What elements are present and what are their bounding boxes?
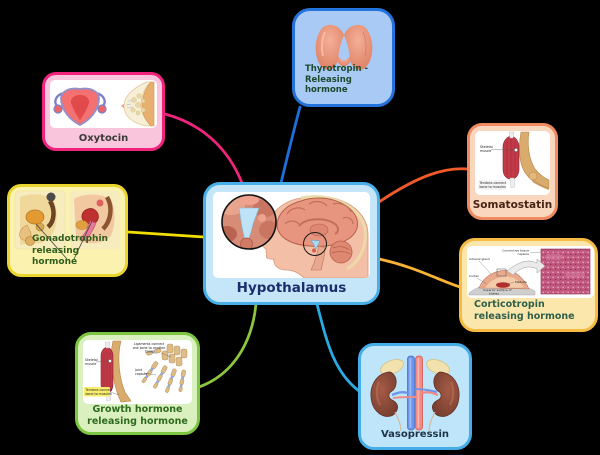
skeletal-muscle-illustration: Skeletal muscle Tendons connect bone to … [478, 131, 550, 190]
kidney-left [370, 371, 398, 417]
node-label-somatostatin: Somatostatin [472, 198, 553, 211]
svg-text:capsule: capsule [517, 252, 529, 256]
connector-growth [197, 302, 258, 389]
thyroid-gland-illustration [315, 24, 372, 70]
node-label-gonadotrophin-line1: Gonadotrophin [32, 234, 108, 245]
node-label-growth: Growth hormone releasing hormone [78, 404, 197, 428]
adrenal-gland-right [426, 359, 450, 375]
svg-text:Ligaments connect: Ligaments connect [134, 342, 165, 346]
kidney-right [432, 371, 460, 417]
histology-micrograph [540, 248, 591, 295]
svg-text:bone to muscles: bone to muscles [480, 185, 507, 189]
adrenal-gland-left [380, 359, 404, 375]
ureter-left [394, 411, 402, 432]
node-label-thyrotropin-line1: Thyrotropin - [305, 64, 369, 75]
svg-text:Joint: Joint [134, 368, 143, 372]
connector-somatostatin [377, 167, 470, 204]
svg-text:kidney: kidney [489, 292, 499, 296]
node-oxytocin[interactable]: Oxytocin [42, 72, 165, 151]
node-label-gonadotrophin-line2: releasing hormone [32, 245, 80, 267]
kidneys-illustration [370, 355, 460, 432]
female-pelvis-thumbnail [70, 191, 120, 249]
svg-text:bone to muscles: bone to muscles [86, 392, 113, 396]
hypothalamus-image-panel [213, 192, 370, 278]
node-thyrotropin[interactable]: Thyrotropin - Releasing hormone [292, 8, 395, 107]
brain-illustration [221, 194, 369, 278]
node-corticotropin[interactable]: Connective tissue capsule Adrenal gland … [459, 238, 598, 332]
svg-text:one bone to another: one bone to another [133, 346, 166, 350]
growth-annotations: Ligaments connect one bone to another bo… [84, 342, 172, 397]
node-label-thyrotropin: Thyrotropin - Releasing hormone [305, 64, 388, 96]
node-somatostatin[interactable]: Skeletal muscle Tendons connect bone to … [467, 123, 558, 220]
node-growth-hormone[interactable]: Ligaments connect one bone to another bo… [75, 332, 200, 435]
adrenal-gland-drawing [468, 258, 546, 296]
somatostatin-annotations: Skeletal muscle Tendons connect bone to … [478, 145, 515, 190]
svg-text:capsule: capsule [135, 372, 147, 376]
node-label-vasopressin: Vasopressin [380, 428, 450, 440]
oxytocin-image-panel [50, 80, 157, 128]
adrenal-gland-illustration: Connective tissue capsule Adrenal gland … [468, 248, 591, 296]
pointer-line-left [35, 223, 68, 260]
svg-text:Skeletal: Skeletal [85, 358, 98, 362]
node-label-hypothalamus: Hypothalamus [236, 280, 347, 297]
node-label-thyrotropin-line2: Releasing hormone [305, 74, 352, 96]
somatostatin-image-panel: Skeletal muscle Tendons connect bone to … [475, 131, 550, 195]
node-label-growth-line2: releasing hormone [87, 416, 188, 428]
node-hypothalamus[interactable]: Hypothalamus [203, 182, 380, 305]
node-label-corticotropin-line2: releasing hormone [474, 311, 575, 323]
node-label-gonadotrophin: Gonadotrophin releasing hormone [32, 234, 125, 268]
connector-thyrotropin [279, 105, 302, 185]
connector-gonadotrophin [126, 230, 206, 239]
connector-oxytocin [163, 112, 244, 185]
svg-text:Cortex: Cortex [469, 274, 479, 278]
hand-skeleton-drawing [141, 343, 188, 393]
svg-text:muscle: muscle [480, 149, 491, 153]
male-pelvis-thumbnail [14, 190, 66, 250]
node-label-corticotropin: Corticotropin releasing hormone [474, 299, 595, 323]
pointer-line-right [73, 220, 93, 260]
svg-text:Skeletal: Skeletal [480, 145, 493, 149]
svg-text:Superior surface of: Superior surface of [483, 288, 513, 292]
svg-text:Adrenal gland: Adrenal gland [469, 257, 490, 261]
ureter-right [428, 411, 436, 432]
svg-text:Connective tissue: Connective tissue [502, 249, 529, 253]
breast-drawing [121, 81, 155, 127]
growth-image-panel: Ligaments connect one bone to another bo… [83, 340, 192, 404]
corticotropin-annotations: Connective tissue capsule Adrenal gland … [469, 249, 542, 296]
node-label-growth-line1: Growth hormone [92, 404, 183, 416]
svg-text:Tendons connect: Tendons connect [85, 388, 114, 392]
node-label-corticotropin-line1: Corticotropin [474, 299, 545, 311]
corticotropin-image-panel: Connective tissue capsule Adrenal gland … [467, 246, 594, 298]
node-vasopressin[interactable]: Vasopressin [358, 343, 472, 450]
uterus-drawing [53, 87, 107, 127]
svg-text:muscle: muscle [85, 362, 96, 366]
head-profile-drawing [263, 195, 369, 278]
reproductive-system-illustration [14, 190, 120, 260]
svg-text:Medulla: Medulla [515, 280, 527, 284]
muscle-and-hand-skeleton-illustration: Ligaments connect one bone to another bo… [84, 340, 188, 403]
svg-text:Tendons connect: Tendons connect [479, 181, 508, 185]
uterus-and-breast-illustration [53, 81, 155, 127]
connector-vasopressin [315, 302, 361, 393]
node-gonadotrophin[interactable]: Gonadotrophin releasing hormone [7, 184, 128, 277]
connector-corticotropin [377, 257, 462, 289]
svg-text:bone: bone [145, 350, 153, 354]
node-label-oxytocin: Oxytocin [78, 132, 129, 144]
hypothalamus-highlight-circle [303, 232, 327, 256]
